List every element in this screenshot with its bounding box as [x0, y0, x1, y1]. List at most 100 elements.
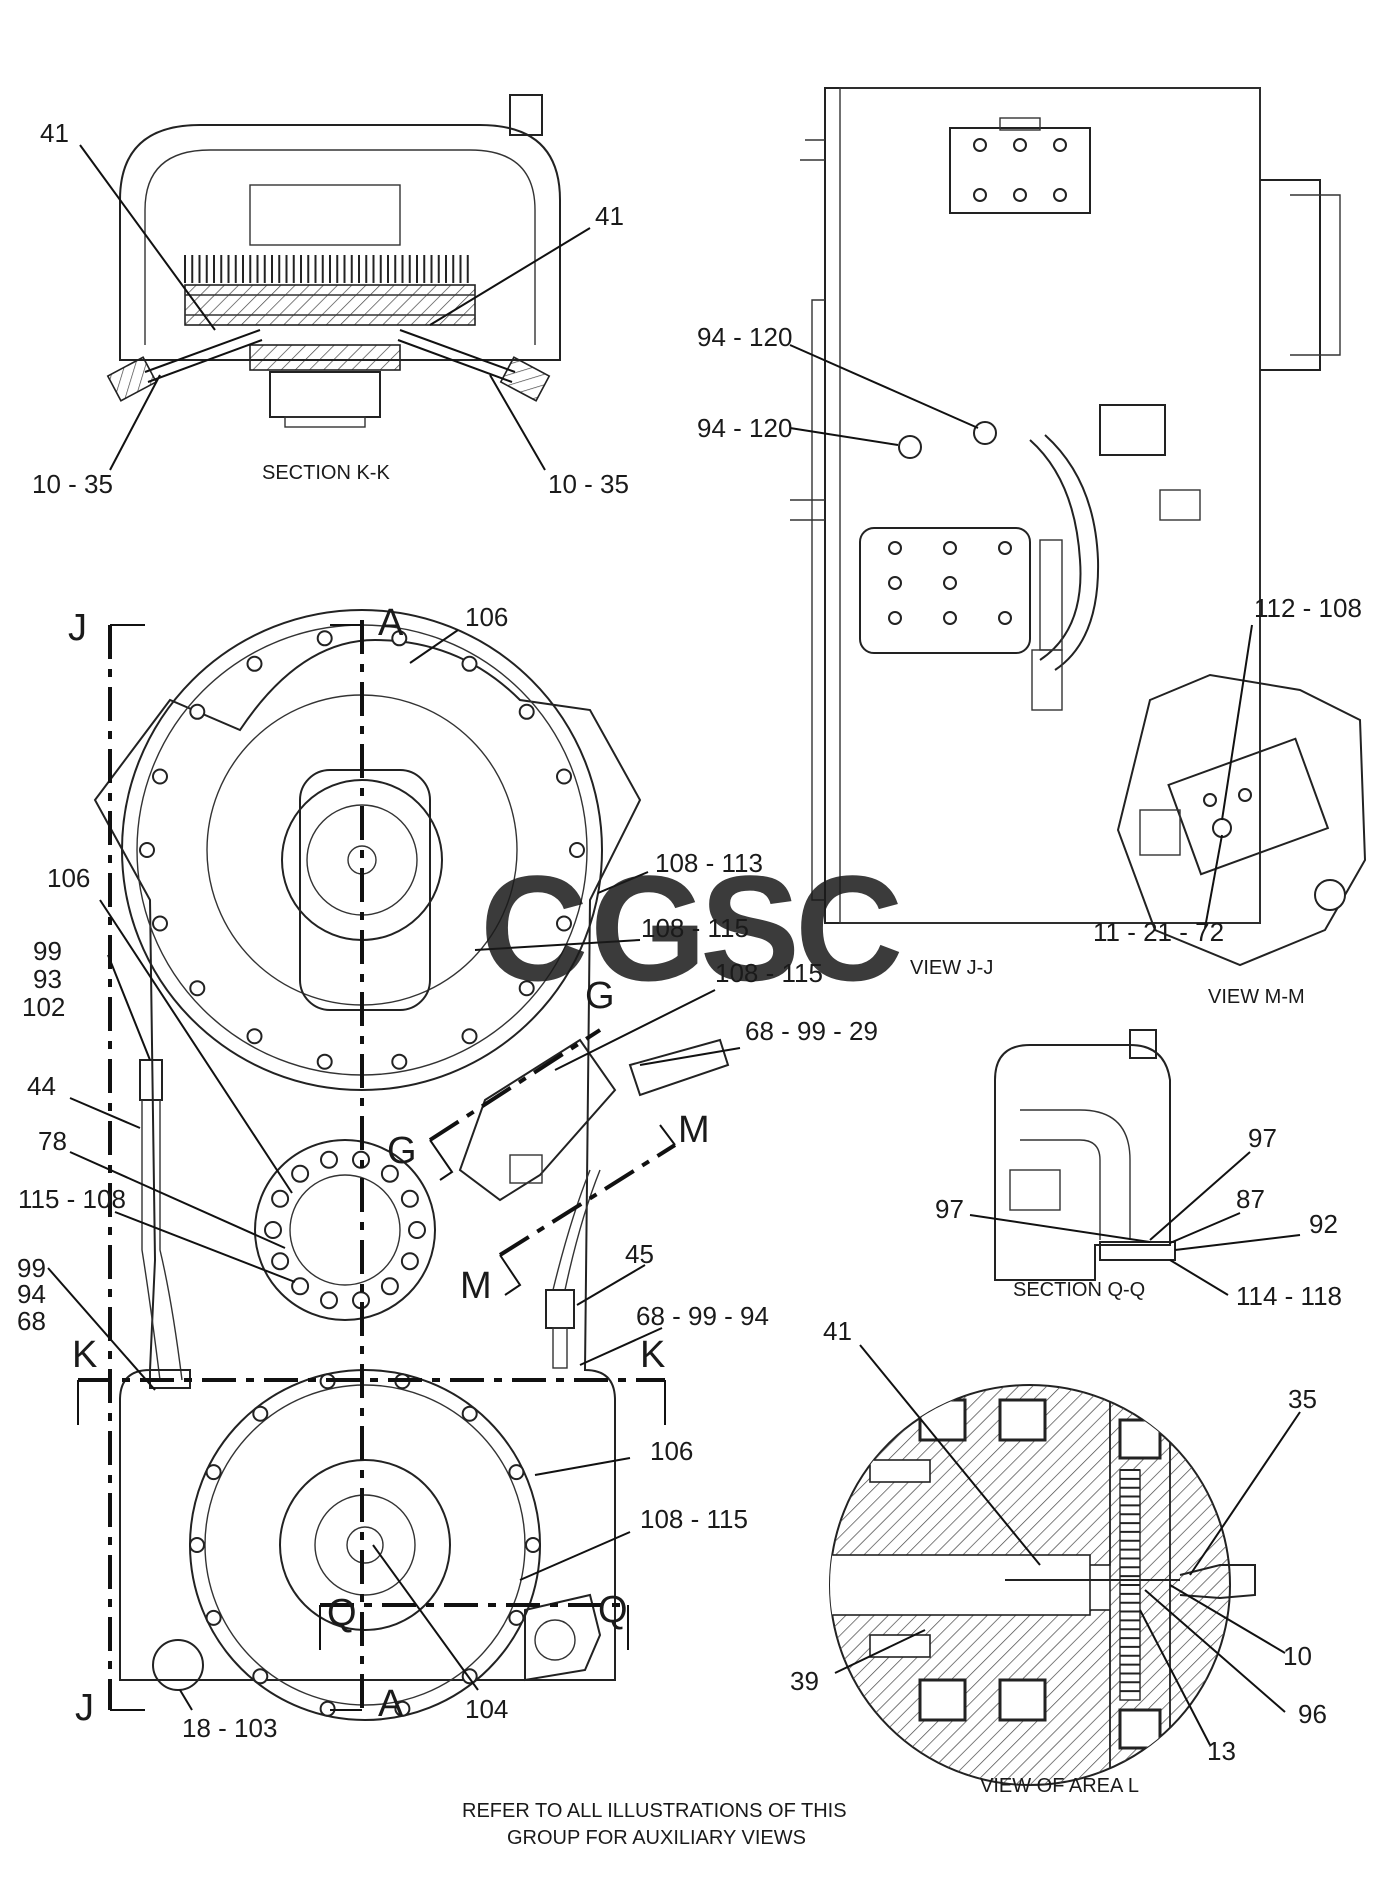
section-letter-g: G — [585, 975, 615, 1017]
callout-97: 97 — [935, 1194, 964, 1224]
bolt-hole — [380, 1164, 399, 1183]
bolt-hole — [400, 1189, 419, 1208]
bolt-hole — [205, 1609, 222, 1626]
view-area-l-caption: VIEW OF AREA L — [980, 1775, 1139, 1797]
bolt-hole — [391, 630, 408, 647]
callout-104: 104 — [465, 1694, 508, 1724]
main-front-view: 106 108 - 113 106 108 - 115 108 - 115 99… — [17, 602, 878, 1743]
callout-94: 94 — [17, 1279, 46, 1309]
bolt-hole — [518, 980, 535, 997]
bolt-hole — [291, 1277, 310, 1296]
callout-13: 13 — [1207, 1736, 1236, 1766]
section-letter-j: J — [75, 1687, 94, 1729]
callout-87: 87 — [1236, 1184, 1265, 1214]
bolt-hole — [380, 1277, 399, 1296]
view-mm-caption: VIEW M-M — [1208, 986, 1305, 1008]
bolt-hole — [461, 655, 478, 672]
callout-92: 92 — [1309, 1209, 1338, 1239]
flange-bolts — [264, 1150, 426, 1310]
bolt-hole — [556, 915, 572, 932]
bolt-hole — [246, 655, 263, 672]
bolt-hole — [316, 630, 333, 647]
callout-41: 41 — [595, 201, 624, 231]
bolt-hole — [508, 1464, 525, 1481]
section-letter-q: Q — [327, 1592, 357, 1634]
callout-96: 96 — [1298, 1699, 1327, 1729]
callout-35: 35 — [1288, 1384, 1317, 1414]
callout-93: 93 — [33, 964, 62, 994]
callout-108-115: 108 - 115 — [641, 913, 749, 943]
cgsc-watermark: C G S C — [480, 844, 903, 1012]
bolt-hole — [246, 1028, 263, 1045]
watermark-letter: C — [480, 844, 588, 1012]
bolt-hole — [205, 1464, 222, 1481]
bolt-hole — [461, 1405, 478, 1422]
callout-10-35: 10 - 35 — [32, 469, 113, 499]
footer-note-line-1: REFER TO ALL ILLUSTRATIONS OF THIS — [462, 1800, 847, 1822]
callout-106: 106 — [465, 602, 508, 632]
bolt-hole — [316, 1053, 333, 1070]
callout-102: 102 — [22, 992, 65, 1022]
bolt-hole — [264, 1221, 282, 1239]
callout-97: 97 — [1248, 1123, 1277, 1153]
callout-41: 41 — [40, 118, 69, 148]
callout-10: 10 — [1283, 1641, 1312, 1671]
section-letter-m: M — [678, 1109, 710, 1151]
bolt-hole — [252, 1668, 269, 1685]
watermark-letter: G — [590, 844, 707, 1012]
footer-note-line-2: GROUP FOR AUXILIARY VIEWS — [507, 1827, 806, 1849]
section-letter-q: Q — [598, 1589, 628, 1631]
bolt-hole — [152, 768, 168, 785]
flange-bolts — [139, 630, 585, 1070]
callout-78: 78 — [38, 1126, 67, 1156]
bolt-hole — [189, 1537, 205, 1553]
section-letter-j: J — [68, 607, 87, 649]
section-qq-caption: SECTION Q-Q — [1013, 1279, 1145, 1301]
callout-115-108: 115 - 108 — [18, 1184, 126, 1214]
callout-11-21-72: 11 - 21 - 72 — [1093, 917, 1224, 947]
callout-108-113: 108 - 113 — [655, 848, 763, 878]
gear-teeth — [184, 255, 469, 283]
bolt-hole — [152, 915, 168, 932]
callout-68-99-29: 68 - 99 - 29 — [745, 1016, 878, 1046]
callout-41: 41 — [823, 1316, 852, 1346]
callout-44: 44 — [27, 1071, 56, 1101]
section-letter-g: G — [387, 1130, 417, 1172]
bolt-hole — [189, 703, 206, 720]
bolt-hole — [556, 768, 572, 785]
bolt-hole — [569, 842, 585, 858]
bolt-hole — [139, 842, 155, 858]
bolt-hole — [508, 1609, 525, 1626]
view-jj-caption: VIEW J-J — [910, 957, 993, 979]
bolt-hole — [525, 1537, 541, 1553]
watermark-letter: S — [700, 844, 800, 1012]
view-jj: 94 - 120 94 - 120 VIEW J-J — [697, 87, 1341, 979]
bolt-hole — [320, 1150, 338, 1169]
section-letter-k: K — [72, 1334, 97, 1376]
bolt-hole — [391, 1053, 408, 1070]
callout-68-99-94: 68 - 99 - 94 — [636, 1301, 769, 1331]
bolt-hole — [271, 1189, 290, 1208]
bolt-hole — [408, 1221, 426, 1239]
bolt-hole — [518, 703, 535, 720]
callout-114-118: 114 - 118 — [1236, 1281, 1342, 1311]
callout-99: 99 — [33, 936, 62, 966]
callout-108-115: 108 - 115 — [715, 958, 823, 988]
view-area-l: 41 35 10 96 13 39 VIEW OF AREA L — [790, 1316, 1327, 1797]
callout-10-35: 10 - 35 — [548, 469, 629, 499]
flange-bolts — [189, 1373, 541, 1717]
section-kk-view: 41 41 10 - 35 10 - 35 SECTION K-K — [32, 94, 629, 499]
callout-94-120: 94 - 120 — [697, 413, 792, 443]
callout-18-103: 18 - 103 — [182, 1713, 277, 1743]
callout-99: 99 — [17, 1253, 46, 1283]
callout-39: 39 — [790, 1666, 819, 1696]
callout-45: 45 — [625, 1239, 654, 1269]
section-letter-a: A — [378, 602, 404, 644]
bolt-hole — [291, 1164, 310, 1183]
section-letter-k: K — [640, 1334, 665, 1376]
section-letter-a: A — [378, 1683, 404, 1725]
clutch-plates — [1120, 1469, 1140, 1693]
callout-106: 106 — [47, 863, 90, 893]
bolt-hole — [394, 1700, 411, 1717]
